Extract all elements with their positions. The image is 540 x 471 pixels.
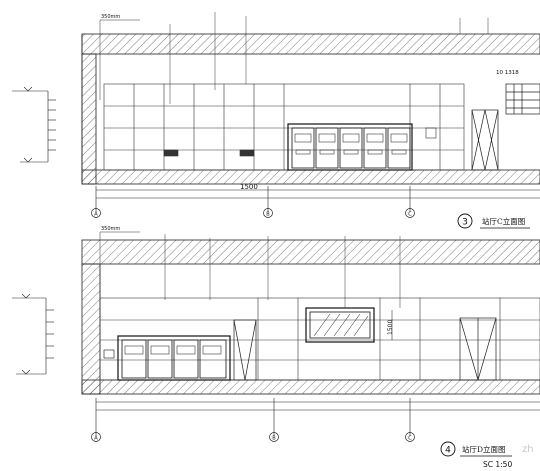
elevation-d-dimension-chain bbox=[95, 398, 540, 436]
elevation-c-level-markers bbox=[12, 86, 56, 163]
elevation-d-axis-label-2: B bbox=[272, 436, 276, 442]
elevation-d-number: 4 bbox=[445, 446, 451, 456]
axis-bubble-d-3 bbox=[405, 432, 415, 442]
elevation-c-title: 站厅C立面图 bbox=[482, 216, 525, 226]
elevation-c-number-circle bbox=[457, 213, 473, 229]
elevation-d-walls bbox=[81, 239, 540, 395]
watermark: zh bbox=[522, 444, 534, 455]
elevation-d-axis-label-3: C bbox=[408, 436, 412, 442]
elevation-d-scale: SC 1:50 bbox=[483, 460, 512, 469]
elevation-d-note-top: 350mm bbox=[101, 226, 120, 232]
axis-bubble-c-3 bbox=[405, 208, 415, 218]
elevation-c-axis-label-2: B bbox=[266, 212, 270, 218]
elevation-d-ticket-machines bbox=[103, 335, 231, 381]
elevation-c-leaders bbox=[99, 12, 489, 104]
axis-bubble-d-1 bbox=[91, 432, 101, 442]
elevation-d-axis-label-1: A bbox=[94, 436, 98, 442]
axis-bubble-d-2 bbox=[269, 432, 279, 442]
elevation-d-level-markers bbox=[12, 293, 54, 375]
elevation-c-axis-label-3: C bbox=[408, 212, 412, 218]
elevation-c-dim-right: 10 1318 bbox=[496, 70, 519, 76]
elevation-c-ticket-machines bbox=[287, 123, 413, 171]
elevation-c-dim-height: 1500 bbox=[240, 183, 258, 191]
elevation-d-dim-height: 1500 bbox=[387, 320, 394, 335]
elevation-c-door bbox=[471, 83, 540, 171]
elevation-d-doors bbox=[233, 317, 497, 381]
elevation-c-walls bbox=[81, 33, 540, 185]
elevation-d-axis-bubbles bbox=[91, 432, 415, 442]
elevation-d-panels bbox=[99, 297, 540, 381]
elevation-c-dimension-chain bbox=[95, 186, 540, 212]
elevation-d-number-circle bbox=[440, 441, 456, 457]
elevation-c-number: 3 bbox=[462, 218, 468, 228]
elevation-c: 350mm 10 1318 1500 A B bbox=[12, 12, 540, 229]
elevation-c-note-top: 350mm bbox=[101, 14, 120, 20]
elevation-d-leaders bbox=[99, 231, 401, 308]
axis-bubble-c-2 bbox=[263, 208, 273, 218]
elevation-c-axis-label-1: A bbox=[94, 212, 98, 218]
elevation-d-title: 站厅D立面图 bbox=[462, 444, 506, 454]
elevation-d-glass-panel bbox=[305, 307, 393, 343]
elevation-d: 1500 350mm bbox=[12, 226, 540, 469]
axis-bubble-c-1 bbox=[91, 208, 101, 218]
elevation-c-axis-bubbles bbox=[91, 208, 415, 218]
